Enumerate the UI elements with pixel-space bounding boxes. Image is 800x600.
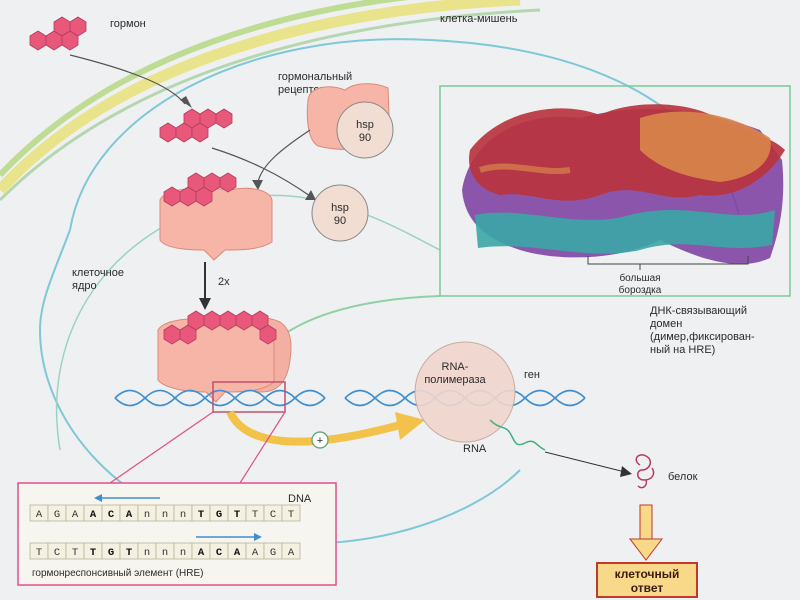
activation-arrow — [226, 410, 402, 446]
target-cell-label: клетка-мишень — [440, 13, 518, 25]
hre-top-strand-base: G — [216, 509, 222, 521]
hsp90-bound-line2: 90 — [359, 132, 371, 144]
hormone-label: гормон — [110, 18, 146, 30]
hre-dna-highlight — [212, 381, 286, 413]
receptor-label-line1: гормональный — [278, 71, 352, 83]
hormone-entry-arrow — [69, 54, 186, 105]
hre-bottom-strand-base: n — [180, 547, 186, 559]
rna-transcript — [489, 419, 546, 451]
cell-response-line1: клеточный — [615, 567, 680, 581]
dimerization-arrowhead — [199, 298, 211, 310]
rna-polymerase — [414, 341, 516, 443]
dbd-caption-line3: (димер,фиксирован- — [650, 331, 755, 343]
hre-zoom-connector-right — [239, 411, 286, 484]
response-arrow-shaft — [639, 504, 653, 540]
hsp90-released-line2: 90 — [334, 215, 346, 227]
cell-response-box — [596, 562, 698, 598]
hre-bottom-strand-base: G — [108, 547, 114, 559]
top-strand-arrowhead — [94, 494, 102, 502]
dimer-label: 2x — [218, 276, 230, 288]
hre-top-strand-base: A — [72, 509, 79, 521]
hre-top-strand-base: T — [288, 509, 294, 521]
hre-dna-label: DNA — [288, 493, 312, 505]
rna-to-protein-arrowhead — [620, 466, 632, 477]
hsp90-released — [311, 184, 369, 242]
hre-bottom-strand-base: A — [234, 547, 241, 559]
hre-top-strand-base: A — [90, 509, 97, 521]
major-groove-line1: большая — [619, 272, 660, 284]
hre-bottom-strand-base: C — [216, 547, 223, 559]
protein-label: белок — [668, 471, 698, 483]
hre-bottom-strand-base: A — [198, 547, 205, 559]
hsp-release-arrowhead — [305, 190, 316, 200]
hre-zoom-connector-left — [109, 411, 214, 484]
hormone-molecule-intracellular — [159, 108, 233, 143]
hre-top-strand-base: C — [270, 509, 276, 521]
gene-label: ген — [524, 369, 540, 381]
hre-bottom-strand-cell — [281, 542, 301, 560]
rna-to-protein-arrow — [544, 451, 626, 473]
hre-bottom-strand-base: G — [270, 547, 276, 559]
activation-arrowhead — [395, 412, 425, 440]
hre-bottom-strand-base: C — [54, 547, 60, 559]
receptor-to-complex-arrow — [257, 129, 311, 183]
rna-label: RNA — [463, 443, 487, 455]
hre-bottom-strand-base: T — [90, 547, 96, 559]
hsp90-released-line1: hsp — [331, 202, 349, 214]
hre-top-strand-cell — [281, 504, 301, 522]
hre-bottom-strand-base: T — [126, 547, 132, 559]
receptor-to-complex-arrowhead — [252, 180, 263, 190]
dbd-caption-line2: домен — [650, 318, 682, 330]
hre-top-strand-base: A — [126, 509, 133, 521]
protein-icon — [635, 454, 655, 489]
hre-bottom-strand-base: A — [252, 547, 259, 559]
activation-plus-sign: + — [317, 435, 323, 447]
hre-bottom-strand-base: T — [36, 547, 42, 559]
dna-binding-domain-structure — [462, 104, 785, 265]
hormone-entry-arrowhead — [180, 96, 192, 108]
outer-membrane-bands — [0, 0, 541, 202]
hre-top-strand-base: n — [162, 509, 168, 521]
hre-top-strand-base: C — [108, 509, 115, 521]
nucleus-label-line2: ядро — [72, 280, 97, 292]
hormone-molecule — [29, 16, 87, 51]
major-groove-line2: бороздка — [619, 284, 662, 296]
hre-top-strand-base: T — [198, 509, 204, 521]
complex-bound-hormone — [163, 172, 237, 207]
hre-top-strand-base: A — [36, 509, 43, 521]
hre-top-strand-base: T — [234, 509, 240, 521]
hre-bottom-strand-base: n — [162, 547, 168, 559]
activation-plus-circle — [311, 431, 329, 449]
hre-bottom-strand-base: n — [144, 547, 150, 559]
hre-bottom-strand-base: T — [72, 547, 78, 559]
dbd-caption-line1: ДНК-связывающий — [650, 305, 747, 317]
hsp90-bound — [336, 101, 394, 159]
dbd-caption-line4: ный на HRE) — [650, 344, 715, 356]
rna-polymerase-line1: RNA- — [442, 361, 469, 373]
rna-polymerase-line2: полимераза — [424, 374, 486, 386]
hre-top-strand-base: n — [144, 509, 150, 521]
hre-caption: гормонреспонсивный элемент (HRE) — [32, 568, 203, 579]
hre-bottom-strand-base: A — [288, 547, 295, 559]
bottom-strand-arrowhead — [254, 533, 262, 541]
response-arrowhead — [628, 538, 664, 561]
major-groove-bracket — [587, 256, 749, 265]
hre-zoom-box — [17, 482, 337, 586]
hre-top-strand-base: T — [252, 509, 258, 521]
cell-response-line2: ответ — [631, 581, 664, 595]
hre-top-strand-base: n — [180, 509, 186, 521]
nucleus-label-line1: клеточное — [72, 267, 124, 279]
hsp-release-arrow — [211, 147, 311, 197]
hre-top-strand-base: G — [54, 509, 60, 521]
dimer-bound-hormones — [163, 310, 277, 345]
hsp90-bound-line1: hsp — [356, 119, 374, 131]
